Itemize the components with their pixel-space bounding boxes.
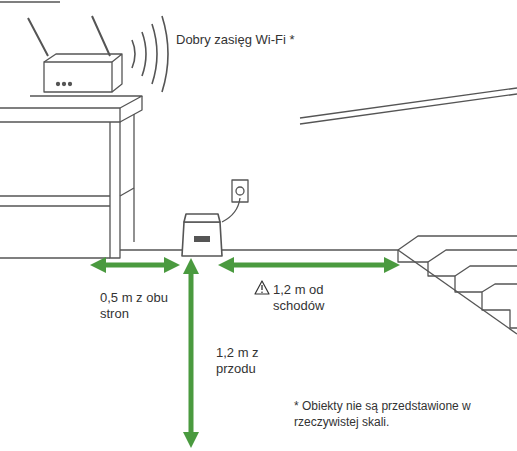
shelf-side [120,96,142,122]
shelf-top [0,96,142,108]
stairs-clearance-arrow [226,263,392,268]
shelf-leg-back [133,114,134,242]
power-cord [222,198,240,222]
dimension-label: Dobry zasięg Wi-Fi * [176,32,376,48]
floor-back-edge [120,249,398,250]
shelf-front [0,108,120,122]
charging-dock [182,222,222,256]
shelf-leg [110,122,120,258]
router [44,62,112,92]
dimension-label: * Obiekty nie są przedstawione w rzeczyw… [294,398,504,430]
warning-symbol [255,281,269,294]
stair-edge [398,250,517,334]
dimension-label: 0,5 m z obu stron [100,290,180,322]
handrail [300,88,517,124]
router-antenna [28,16,110,56]
dimension-label: 1,2 m od schodów [273,282,349,314]
dimension-label: 1,2 m z przodu [216,345,276,377]
stair-treads [398,236,517,292]
wall-edge [0,1,60,2]
front-clearance-arrow [189,266,194,440]
lower-shelf [0,188,134,206]
router-body [44,54,122,92]
floor-edge [0,257,110,258]
side-clearance-arrow [98,263,172,268]
wifi-waves [132,16,168,92]
stairs [398,250,517,328]
